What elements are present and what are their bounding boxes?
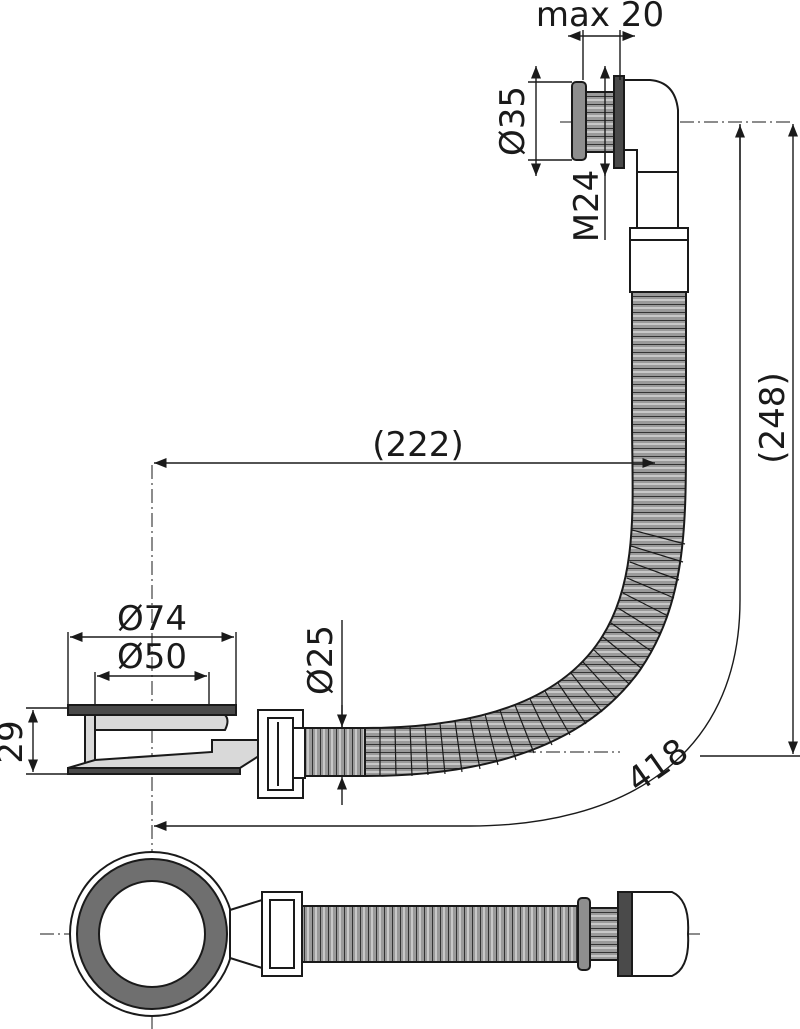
label-d50: Ø50 bbox=[117, 637, 187, 677]
label-418: 418 bbox=[620, 731, 696, 801]
drain-trap-side bbox=[67, 704, 266, 775]
dim-m24: M24 bbox=[567, 66, 611, 243]
label-222: (222) bbox=[372, 425, 463, 465]
dim-d74: Ø74 bbox=[67, 599, 237, 705]
hose-curve-side bbox=[364, 291, 688, 778]
label-d74: Ø74 bbox=[117, 599, 187, 639]
overflow-cap-side bbox=[571, 81, 615, 161]
union-nut-side bbox=[257, 709, 306, 799]
dim-d35: Ø35 bbox=[493, 66, 572, 176]
label-d35: Ø35 bbox=[493, 86, 533, 156]
drain-top-view bbox=[40, 851, 700, 1017]
overflow-pipe-side bbox=[613, 75, 689, 293]
label-max-20: max 20 bbox=[536, 0, 664, 35]
dim-29: 29 bbox=[0, 707, 68, 775]
label-d25: Ø25 bbox=[301, 625, 341, 695]
dim-max-20: max 20 bbox=[536, 0, 664, 80]
hose-straight-side bbox=[304, 727, 366, 777]
label-248: (248) bbox=[753, 372, 793, 463]
dim-d50: Ø50 bbox=[94, 637, 210, 705]
hose-ridges bbox=[379, 529, 686, 777]
label-29: 29 bbox=[0, 720, 31, 763]
dim-248: (248) bbox=[700, 124, 800, 757]
dim-d25: Ø25 bbox=[301, 620, 348, 805]
dim-222: (222) bbox=[154, 425, 655, 469]
label-m24: M24 bbox=[567, 170, 607, 243]
